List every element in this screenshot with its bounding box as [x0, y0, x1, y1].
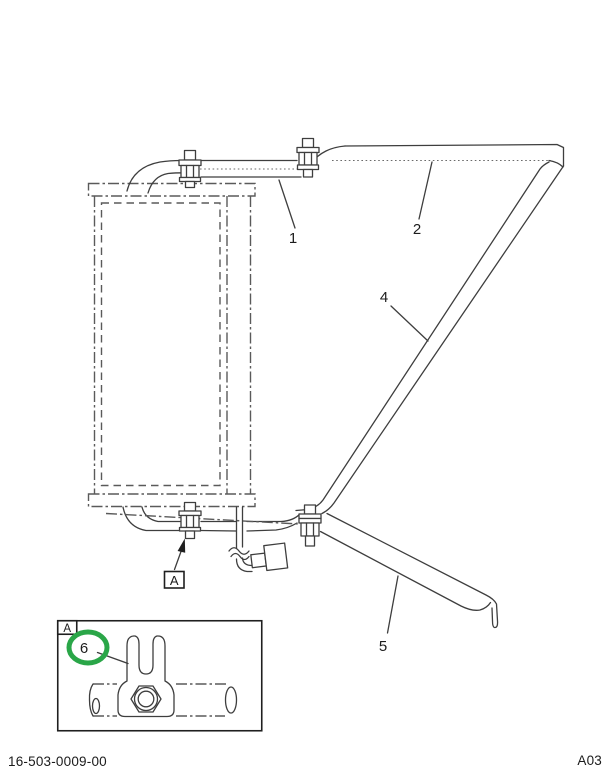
upper-mirror-arm: [126, 159, 185, 194]
detail-marker-a-label: A: [170, 573, 179, 588]
callout-4-label: 4: [380, 289, 388, 306]
mirror-head-phantom-outline: [87, 182, 256, 508]
top-bracket: [311, 143, 565, 168]
upper-mounting-rod: [200, 159, 302, 178]
callout-1-label: 1: [289, 230, 297, 247]
callout-2-label: 2: [413, 221, 421, 238]
detail-view-corner-label: A: [63, 623, 71, 635]
detail-marker-a: A: [163, 538, 186, 589]
detail-view-corner-tab: [56, 619, 78, 636]
footer-part-number: 16-503-0009-00: [8, 754, 107, 769]
detail-view-box: A 6: [56, 619, 263, 732]
detail-marker-arrowhead: [177, 538, 186, 553]
detail-tube: [88, 683, 238, 717]
bolt-bottom-left: [178, 501, 202, 540]
detail-clamp: [117, 635, 175, 718]
callout-2: 2: [413, 161, 433, 238]
green-highlight-circle: [66, 629, 110, 666]
bolt-bottom-right: [298, 504, 322, 547]
bolt-top-left: [178, 149, 202, 189]
callout-6-label: 6: [80, 640, 88, 657]
callout-4: 4: [380, 289, 429, 342]
lower-diagonal-brace: [319, 512, 499, 629]
lower-mirror-arm: [105, 506, 301, 532]
callout-1: 1: [278, 179, 297, 247]
callout-5: 5: [379, 575, 399, 655]
callout-6: 6: [66, 629, 129, 666]
callout-5-label: 5: [379, 638, 387, 655]
mirror-heater-wire: [228, 506, 289, 573]
footer-revision-code: A03: [577, 753, 602, 768]
bolt-top-right: [296, 137, 320, 178]
upper-diagonal-brace: [295, 161, 565, 515]
wire-connector-plug: [250, 542, 289, 572]
